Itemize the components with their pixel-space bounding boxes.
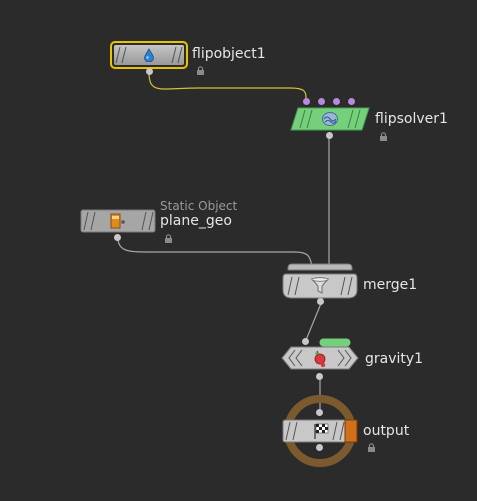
merge1-output-port[interactable] [317,298,324,305]
gravity1-label: gravity1 [365,351,424,367]
flipobject1-label: flipobject1 [192,46,266,62]
flipobject1-output-port[interactable] [146,68,153,75]
gravity1-output-port[interactable] [316,373,323,380]
node-plane-geo[interactable] [80,209,156,233]
node-gravity1[interactable] [281,346,359,370]
checkered-flag-icon [314,423,329,439]
wire-plane-geo-to-merge1 [117,237,313,267]
plane-geo-subtitle: Static Object [160,199,238,213]
flipsolver1-input-port-2[interactable] [318,98,325,105]
gravity1-bypass-flag[interactable] [319,338,351,347]
node-merge1[interactable] [282,262,358,300]
gravity1-input-port[interactable] [302,338,309,345]
flipsolver1-label: flipsolver1 [375,111,448,127]
node-flipobject1[interactable] [110,41,188,69]
flip-solver-icon [322,112,338,126]
flipobject1-lock-icon [197,66,204,75]
static-object-icon [110,213,125,229]
output-label: output [363,423,410,439]
flipsolver1-input-port-4[interactable] [348,98,355,105]
wire-merge1-to-gravity1 [305,300,323,341]
node-output[interactable] [282,419,358,443]
water-drop-icon [144,48,154,62]
apple-icon [314,350,326,368]
output-output-port[interactable] [316,444,323,451]
plane-geo-output-port[interactable] [114,234,121,241]
output-lock-icon [368,443,375,452]
wire-flipobject1-to-flipsolver1 [148,71,307,101]
output-input-port[interactable] [316,409,323,416]
flipsolver1-input-port-3[interactable] [333,98,340,105]
merge1-label: merge1 [363,277,418,293]
node-flipsolver1[interactable] [290,107,370,131]
output-display-flag [344,419,358,443]
funnel-icon [310,277,330,294]
flipsolver1-output-port[interactable] [326,132,333,139]
plane-geo-label: plane_geo [160,213,232,229]
flipsolver1-input-port-1[interactable] [303,98,310,105]
flipsolver1-lock-icon [380,132,387,141]
plane-geo-lock-icon [165,234,172,243]
